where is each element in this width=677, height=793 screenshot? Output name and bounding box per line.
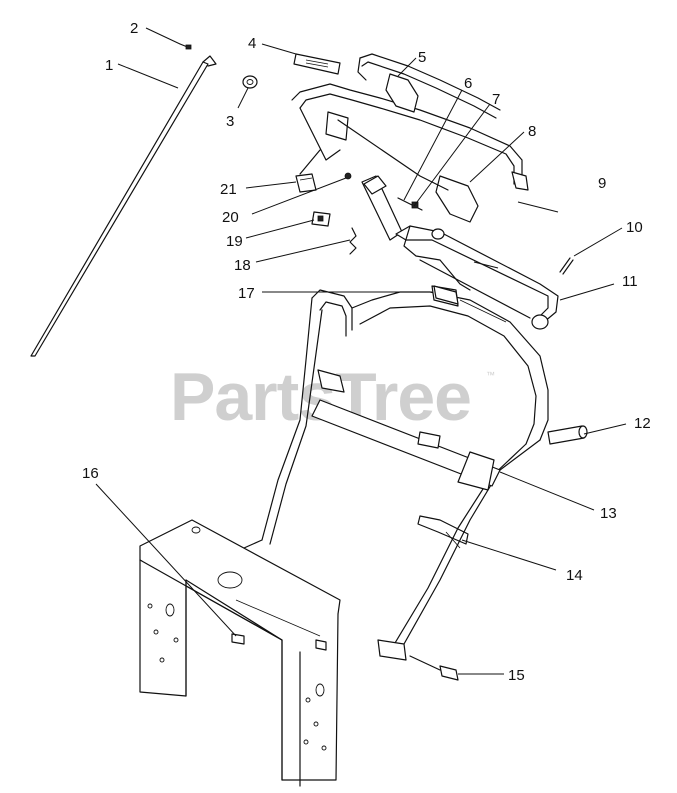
part-2-pin [179,43,192,50]
callout-3: 3 [226,113,234,130]
callout-2: 2 [130,20,138,37]
part-11-bail [395,225,559,330]
part-21-block [295,173,317,193]
part-15-bolt [409,655,459,681]
part-4-decal [293,53,341,75]
callout-4: 4 [248,35,256,52]
callout-21: 21 [220,181,237,198]
callout-17: 17 [238,285,255,302]
callout-7: 7 [492,91,500,108]
part-3-bushing [242,75,258,89]
callout-8: 8 [528,123,536,140]
callout-10: 10 [626,219,643,236]
part-17-bushing [433,285,459,305]
callout-1: 1 [105,57,113,74]
callout-6: 6 [464,75,472,92]
callout-labels: 1 2 3 4 5 6 7 8 9 10 11 12 13 14 15 16 1… [82,20,651,684]
callout-20: 20 [222,209,239,226]
part-13-handle-frame [243,285,549,661]
callout-18: 18 [234,257,251,274]
callout-19: 19 [226,233,243,250]
part-14-clip [417,515,469,549]
part-1-rod [30,55,217,357]
watermark-trademark: ™ [486,370,495,380]
part-16-housing [139,519,341,787]
leader-lines [95,27,627,675]
callout-14: 14 [566,567,583,584]
callout-11: 11 [622,273,638,290]
callout-16: 16 [82,465,99,482]
callout-9: 9 [598,175,606,192]
part-6-lever [361,175,403,241]
part-20-nut [344,172,352,180]
part-19-clip [311,211,331,227]
callout-12: 12 [634,415,651,432]
callout-5: 5 [418,49,426,66]
part-10-pin [559,257,574,275]
callout-15: 15 [508,667,525,684]
part-12-tube [547,425,588,445]
part-18-spring [349,227,357,255]
upper-handle [291,53,529,223]
callout-13: 13 [600,505,617,522]
